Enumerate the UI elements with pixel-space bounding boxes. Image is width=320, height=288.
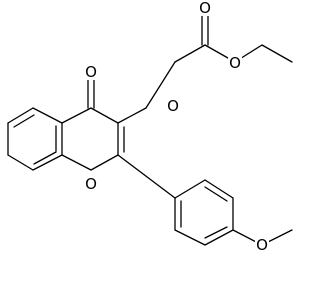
bond: [204, 186, 228, 202]
bond: [32, 154, 63, 171]
bond: [90, 107, 119, 124]
bond: [145, 61, 176, 109]
bond: [7, 154, 34, 171]
svg-text:O: O: [85, 175, 97, 193]
bond: [61, 107, 92, 124]
oxygen-atom-ring: O: [84, 175, 98, 193]
bond: [32, 107, 63, 124]
bond: [117, 107, 147, 124]
oxygen-atom-methoxy: O: [255, 236, 269, 254]
oxygen-atom-ketone: O: [84, 63, 98, 81]
bond: [204, 229, 234, 246]
bond: [261, 44, 293, 63]
bond: [174, 44, 206, 63]
bond: [204, 226, 228, 239]
bond: [174, 179, 206, 199]
svg-text:O: O: [199, 0, 211, 17]
bond: [33, 151, 57, 165]
bond: [90, 154, 119, 171]
svg-text:O: O: [85, 63, 97, 81]
bond: [204, 179, 234, 199]
bond: [117, 154, 176, 199]
svg-text:O: O: [256, 236, 268, 254]
bond: [13, 114, 35, 128]
bond: [61, 154, 92, 171]
oxygen-atom-linker: O: [166, 97, 180, 115]
oxygen-atom-ester: O: [228, 54, 242, 72]
oxygen-atom-carbonyl: O: [198, 0, 212, 17]
bond: [174, 229, 206, 246]
svg-text:O: O: [229, 54, 241, 72]
bond: [7, 107, 34, 124]
svg-text:O: O: [167, 97, 179, 115]
bond-layer: [7, 13, 293, 246]
atom-label-layer: O O O O O O: [84, 0, 269, 254]
